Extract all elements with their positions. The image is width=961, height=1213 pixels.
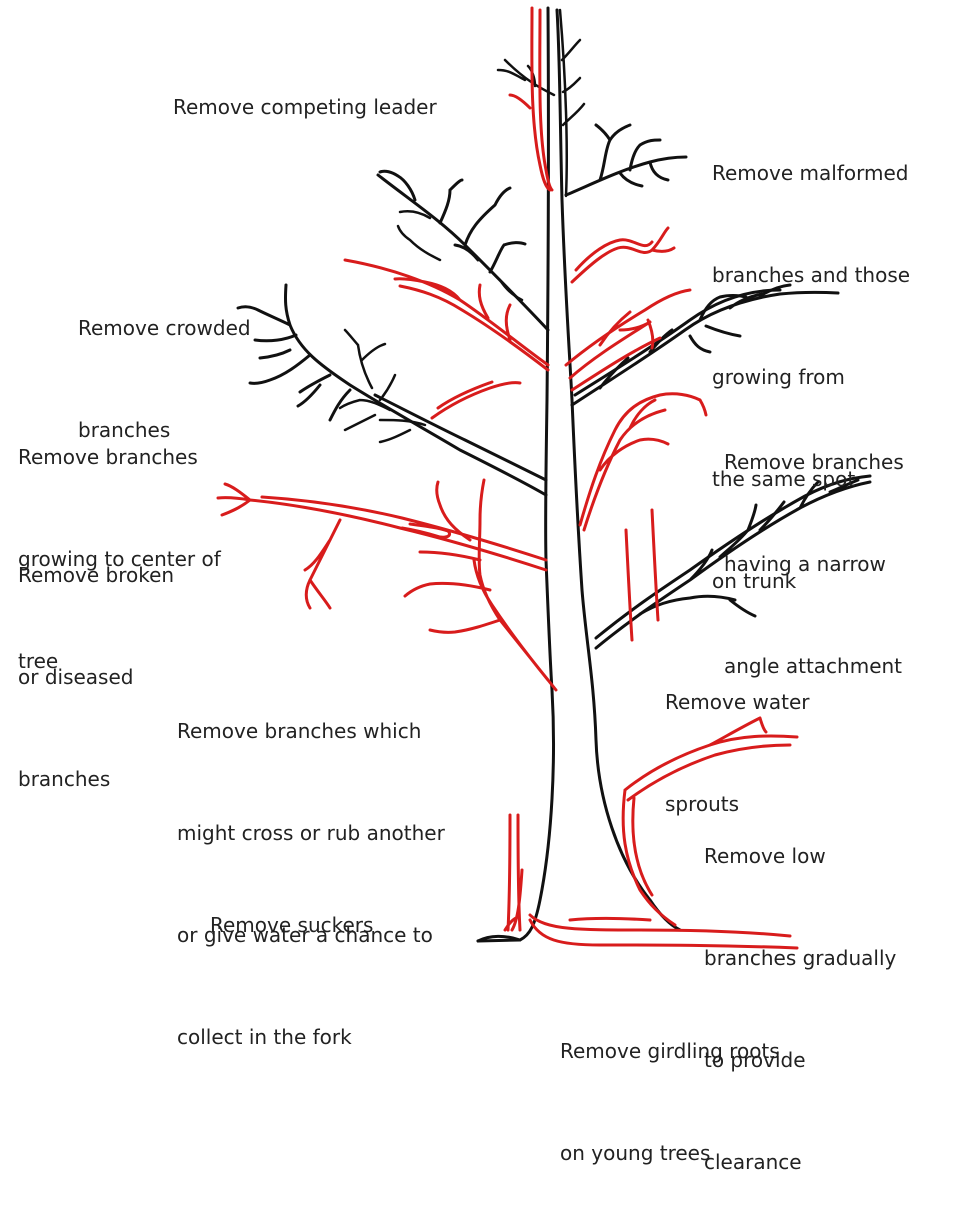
label-broken-line: branches — [18, 767, 111, 791]
label-malformed-line: the same spot — [712, 467, 856, 491]
narrow-angle-upper-cut — [564, 288, 692, 392]
malformed-branch-cut — [570, 226, 676, 284]
label-girdling-roots: Remove girdling roots on young trees — [560, 966, 780, 1204]
competing-leader-cut — [508, 6, 554, 192]
broken-diseased-branch-cut — [216, 482, 548, 610]
trunk-left-outline — [476, 6, 555, 943]
label-low-branches-line: branches gradually — [704, 946, 897, 970]
trunk-right-top-edge — [558, 8, 568, 198]
label-center-line: Remove branches — [18, 445, 198, 469]
root-left — [476, 934, 522, 943]
crowded-twig-cluster — [396, 210, 524, 302]
label-water-sprouts-line: Remove water — [665, 690, 810, 714]
label-center-of-tree: Remove branches growing to center of tre… — [18, 372, 221, 712]
label-broken-line: Remove broken — [18, 563, 175, 587]
branch-left-major — [236, 283, 548, 497]
label-center-line: growing to center of — [18, 547, 221, 571]
label-crossing-line: Remove branches which — [177, 719, 422, 743]
low-branch-cut — [621, 716, 799, 927]
label-malformed-branches: Remove malformed branches and those grow… — [712, 88, 910, 632]
center-growing-branch-cut — [430, 380, 522, 420]
label-malformed-line: on trunk — [712, 569, 797, 593]
branch-upper-left — [376, 169, 550, 332]
leader-twig-left — [496, 58, 556, 97]
label-girdling-line: on young trees — [560, 1141, 711, 1165]
leader-twig-right — [560, 38, 586, 127]
branch-lower-right-upper-edge — [594, 474, 872, 640]
pruning-tree-drawing — [216, 6, 872, 950]
lower-left-twig-group — [338, 398, 427, 444]
label-low-branches-line: Remove low — [704, 844, 826, 868]
label-broken-diseased: Remove broken or diseased branches — [18, 490, 174, 830]
label-suckers-line: Remove suckers — [210, 913, 374, 937]
water-sprout-cut — [624, 508, 660, 642]
trunk-right-outline — [555, 8, 682, 932]
label-crowded-line: branches — [78, 418, 171, 442]
sucker-cut — [503, 813, 524, 932]
label-narrow-angle: Remove branches having a narrow angle at… — [724, 377, 904, 717]
label-crowded-line: Remove crowded — [78, 316, 251, 340]
label-center-line: tree — [18, 649, 59, 673]
crowded-branch-cut — [343, 258, 550, 372]
label-water-sprouts-line: sprouts — [665, 792, 740, 816]
label-girdling-line: Remove girdling roots — [560, 1039, 780, 1063]
label-competing-leader-line: Remove competing leader — [173, 95, 437, 119]
label-crossing-line: collect in the fork — [177, 1025, 352, 1049]
label-malformed-line: growing from — [712, 365, 845, 389]
label-narrow-angle-line: angle attachment — [724, 654, 903, 678]
label-competing-leader: Remove competing leader — [173, 22, 437, 158]
label-water-sprouts: Remove water sprouts — [665, 617, 810, 855]
branch-left-major-lower-edge — [373, 393, 548, 482]
label-narrow-angle-line: having a narrow — [724, 552, 886, 576]
label-crossing-line: might cross or rub another — [177, 821, 445, 845]
label-crossing-line: or give water a chance to — [177, 923, 433, 947]
girdling-root-cut — [528, 913, 799, 950]
label-narrow-angle-line: Remove branches — [724, 450, 904, 474]
label-crowded-branches: Remove crowded branches — [78, 243, 251, 481]
branch-center-left — [343, 328, 397, 402]
narrow-angle-branch-cut — [578, 392, 708, 532]
branch-upper-right — [564, 123, 688, 197]
tree-keep-structure — [236, 6, 872, 943]
label-malformed-line: Remove malformed — [712, 161, 909, 185]
tree-remove-cuts — [216, 6, 799, 950]
label-broken-line: or diseased — [18, 665, 134, 689]
label-malformed-line: branches and those — [712, 263, 911, 287]
crossing-branch-cut — [403, 478, 558, 692]
branch-middle-right-lower-edge — [573, 288, 782, 397]
label-suckers: Remove suckers — [210, 840, 373, 976]
